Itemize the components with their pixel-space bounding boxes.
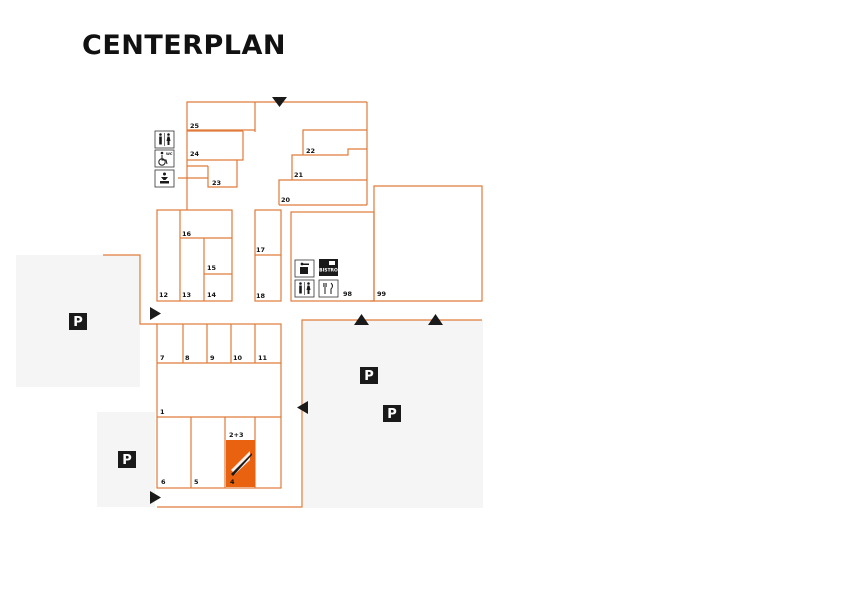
unit-label-16: 16 — [182, 230, 192, 238]
unit-label-11: 11 — [258, 354, 268, 362]
svg-text:P: P — [364, 369, 374, 384]
info-desk-icon — [294, 259, 315, 278]
baby-changing-icon — [154, 169, 175, 188]
unit-label-18: 18 — [256, 292, 266, 300]
parking-sign-east-2: P — [383, 405, 401, 422]
entrance-arrow-north[interactable] — [272, 97, 287, 107]
unit-label-7: 7 — [160, 354, 165, 362]
unit-label-23: 23 — [212, 179, 221, 187]
entrance-arrow-west[interactable] — [150, 307, 161, 320]
unit-label-22: 22 — [306, 147, 315, 155]
unit-label-9: 9 — [210, 354, 215, 362]
floor-plan-walls — [103, 101, 483, 508]
unit-label-5: 5 — [194, 478, 199, 486]
unit-label-99: 99 — [377, 290, 387, 298]
unit-label-8: 8 — [185, 354, 190, 362]
unit-label-15: 15 — [207, 264, 217, 272]
restroom-icon — [154, 130, 175, 149]
unit-label-13: 13 — [182, 291, 191, 299]
svg-text:P: P — [122, 453, 132, 468]
entrance-arrow-east[interactable] — [297, 401, 308, 414]
unit-label-25: 25 — [190, 122, 200, 130]
entrance-arrow-southwest[interactable] — [150, 491, 161, 504]
unit-label-4: 4 — [230, 478, 235, 486]
store-logo — [231, 451, 252, 476]
svg-text:BISTRO: BISTRO — [319, 268, 338, 274]
svg-text:P: P — [73, 315, 83, 330]
unit-label-20: 20 — [281, 196, 291, 204]
unit-label-14: 14 — [207, 291, 217, 299]
parking-sign-west: P — [69, 313, 87, 330]
restaurant-icon — [318, 279, 339, 298]
unit-label-24: 24 — [190, 150, 200, 158]
unit-label-1: 1 — [160, 408, 165, 416]
unit-label-17: 17 — [256, 246, 265, 254]
entrance-arrow-south-east-1[interactable] — [354, 314, 369, 325]
svg-text:P: P — [387, 407, 397, 422]
unit-label-98: 98 — [343, 290, 353, 298]
bistro-sign: BISTRO — [319, 259, 338, 276]
unit-label-12: 12 — [159, 291, 168, 299]
unit-label-6: 6 — [161, 478, 166, 486]
wheelchair-wc-icon: WC — [154, 149, 175, 168]
parking-sign-east-1: P — [360, 367, 378, 384]
svg-text:WC: WC — [166, 152, 173, 156]
parking-sign-southwest: P — [118, 451, 136, 468]
unit-label-2-3: 2+3 — [229, 431, 244, 439]
unit-label-10: 10 — [233, 354, 243, 362]
restroom-icon-bistro — [294, 279, 315, 298]
entrance-arrow-south-east-2[interactable] — [428, 314, 443, 325]
page-title: CENTERPLAN — [82, 30, 286, 61]
unit-label-21: 21 — [294, 171, 304, 179]
